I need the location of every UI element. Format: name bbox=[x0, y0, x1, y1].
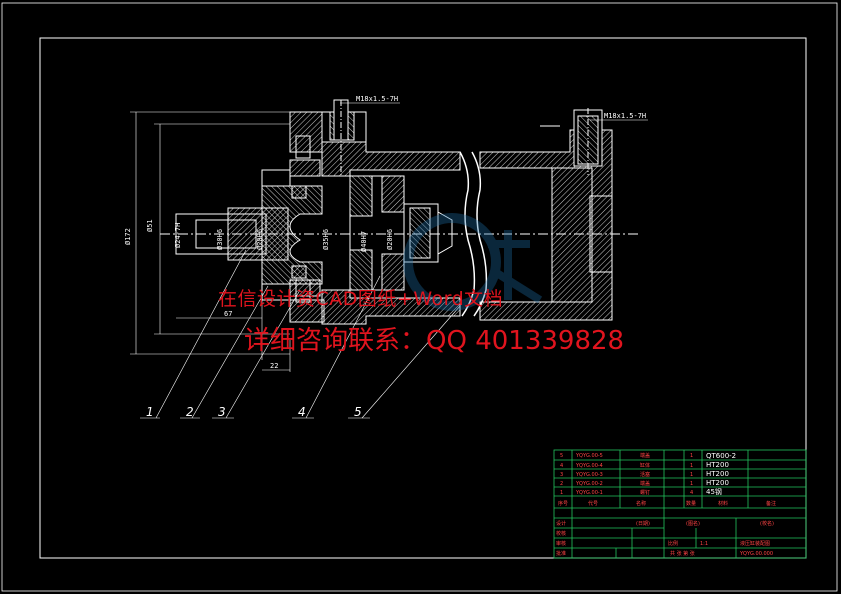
part-row-qty: 1 bbox=[690, 463, 693, 469]
part-row-material: HT200 bbox=[706, 470, 729, 478]
part-row-qty: 4 bbox=[690, 490, 693, 496]
left-assembly bbox=[160, 99, 640, 325]
dim-ring-diameter: Ø40H7 bbox=[360, 231, 368, 252]
label-check: 校核 bbox=[556, 530, 566, 537]
part-row-no: 4 bbox=[560, 463, 563, 469]
balloon-3: 3 bbox=[218, 405, 226, 419]
part-row-code: YQYG.00-5 bbox=[575, 453, 603, 459]
part-row-name: 缸体 bbox=[640, 462, 650, 469]
header-material: 材料 bbox=[718, 500, 728, 507]
part-row-material: 45钢 bbox=[706, 487, 722, 496]
label-scale: 比例 bbox=[668, 540, 678, 547]
header-no: 序号 bbox=[558, 500, 568, 507]
label-approve: 批准 bbox=[556, 550, 566, 557]
parts-list: 5 YQYG.00-5 端盖 1 QT600-2 4 YQYG.00-4 缸体 … bbox=[558, 452, 776, 507]
label-design: 设计 bbox=[556, 520, 566, 527]
part-row-name: 活塞 bbox=[640, 471, 650, 478]
part-row-code: YQYG.00-1 bbox=[575, 490, 603, 496]
drawing-code: YQYG.00.000 bbox=[739, 551, 773, 557]
dim-outer-diameter: Ø172 bbox=[124, 228, 132, 245]
watermark-line-1: 在信设计资CAD图纸+Word文档 bbox=[218, 288, 504, 310]
part-row-material: HT200 bbox=[706, 461, 729, 469]
balloon-5: 5 bbox=[354, 405, 362, 419]
sheet-inner-border bbox=[39, 37, 807, 559]
balloon-2: 2 bbox=[186, 405, 194, 419]
drawing-title: 液压缸装配图 bbox=[740, 540, 770, 547]
part-row-name: 螺钉 bbox=[640, 489, 650, 496]
header-name: 名称 bbox=[636, 500, 646, 507]
title-block-text: 设计 校核 审核 批准 (日期) (图名) (校名) 比例 1:1 液压缸装配图… bbox=[556, 520, 774, 557]
part-row-qty: 1 bbox=[690, 481, 693, 487]
title-block bbox=[553, 449, 807, 559]
dim-thread-right: M18x1.5-7H bbox=[604, 112, 646, 120]
dim-mid-diameter: Ø51 bbox=[146, 219, 154, 232]
part-row-no: 1 bbox=[560, 490, 563, 496]
balloon-4: 4 bbox=[298, 405, 306, 419]
part-row-qty: 1 bbox=[690, 453, 693, 459]
dim-small-diameter: Ø24-7H bbox=[174, 223, 182, 248]
part-row-code: YQYG.00-4 bbox=[575, 463, 603, 469]
logo-watermark bbox=[403, 213, 543, 311]
dim-bore-diameter: Ø30H6 bbox=[216, 229, 224, 250]
balloon-1: 1 bbox=[146, 405, 154, 419]
part-row-name: 端盖 bbox=[640, 480, 650, 487]
label-review: 审核 bbox=[556, 540, 566, 547]
part-row-no: 5 bbox=[560, 453, 563, 459]
dim-tip-diameter: Ø20H6 bbox=[386, 229, 394, 250]
part-row-name: 端盖 bbox=[640, 452, 650, 459]
header-note: 备注 bbox=[766, 500, 776, 507]
label-date: (日期) bbox=[636, 521, 650, 527]
dim-inner-diameter: Ø20H6 bbox=[256, 229, 264, 250]
part-row-code: YQYG.00-2 bbox=[575, 481, 603, 487]
dim-length-67: 67 bbox=[224, 310, 232, 318]
label-drawing-name: (图名) bbox=[686, 520, 700, 527]
label-school: (校名) bbox=[760, 520, 774, 527]
right-assembly bbox=[479, 108, 613, 321]
dim-thread-top: M18x1.5-7H bbox=[356, 95, 398, 103]
part-row-no: 2 bbox=[560, 481, 563, 487]
header-code: 代号 bbox=[588, 500, 598, 507]
value-scale: 1:1 bbox=[700, 541, 708, 547]
dimension-lines bbox=[130, 102, 648, 419]
watermark-line-2: 详细咨询联系：QQ 401339828 bbox=[244, 326, 625, 356]
part-row-material: QT600-2 bbox=[706, 452, 736, 460]
part-row-material: HT200 bbox=[706, 479, 729, 487]
dim-length-22: 22 bbox=[270, 362, 278, 370]
part-row-no: 3 bbox=[560, 472, 563, 478]
dim-shaft-diameter: Ø35H6 bbox=[322, 229, 330, 250]
label-sheet: 共 张 第 张 bbox=[670, 550, 695, 557]
part-row-qty: 1 bbox=[690, 472, 693, 478]
part-row-code: YQYG.00-3 bbox=[575, 472, 603, 478]
header-qty: 数量 bbox=[686, 500, 696, 507]
